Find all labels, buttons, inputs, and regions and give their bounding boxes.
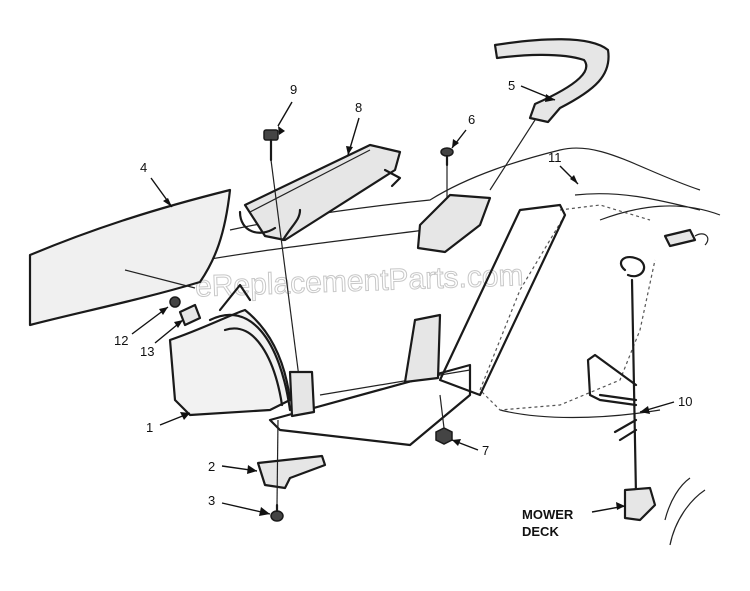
- handle-bar: [493, 38, 610, 124]
- arrow-9: [278, 126, 285, 135]
- arrow-10: [640, 406, 650, 414]
- arrow-12: [159, 307, 168, 315]
- nut-7-guide-line: [439, 394, 445, 429]
- arrow-1: [180, 412, 190, 420]
- callout-4: 4: [140, 160, 147, 175]
- callout-12: 12: [114, 333, 128, 348]
- arrow-6: [452, 139, 459, 148]
- callout-1: 1: [146, 420, 153, 435]
- arrow-7: [452, 439, 461, 446]
- bolt-9: [263, 129, 279, 162]
- frame-rail: [438, 203, 567, 397]
- arrow-2: [247, 465, 257, 474]
- callout-8: 8: [355, 100, 362, 115]
- callout-9: 9: [290, 82, 297, 97]
- leader-9: [277, 101, 293, 127]
- screw-6: [440, 147, 454, 167]
- arrow-4: [163, 198, 172, 207]
- arrow-3: [259, 507, 270, 516]
- mounting-bracket-lip: [238, 208, 302, 242]
- mower-deck-label-line2: DECK: [522, 524, 559, 539]
- lift-lever-clip: [663, 228, 697, 248]
- clip-13: [178, 303, 202, 327]
- callout-5: 5: [508, 78, 515, 93]
- callout-6: 6: [468, 112, 475, 127]
- lift-lever-handle: [586, 353, 638, 442]
- lift-lever-cable: [694, 233, 709, 246]
- mounting-bracket-tab: [383, 168, 402, 188]
- side-shroud: [168, 308, 292, 417]
- mower-deck-edge: [664, 477, 706, 546]
- fastener-12: [169, 296, 181, 308]
- arrow-mower-deck: [616, 502, 625, 510]
- side-shroud-arch: [208, 313, 292, 412]
- mower-deck-label-line1: MOWER: [522, 507, 574, 522]
- arrow-5: [545, 94, 555, 102]
- mounting-bracket: [243, 143, 402, 242]
- screw-3: [270, 503, 284, 522]
- deck-plate-line: [319, 369, 471, 396]
- center-pedestal: [416, 193, 492, 254]
- screw-3-guide-line: [276, 419, 279, 506]
- mounting-bracket-edge: [249, 149, 371, 213]
- fender-dashed-outline: [479, 204, 656, 411]
- nut-7: [435, 427, 453, 445]
- windshield-panel: [28, 188, 232, 327]
- arrow-13: [174, 320, 183, 328]
- small-bracket: [256, 454, 327, 490]
- lift-lever-coil: [619, 255, 646, 278]
- callout-7: 7: [482, 443, 489, 458]
- mower-deck-bracket: [623, 486, 657, 522]
- arrow-11: [570, 175, 578, 184]
- callout-11: 11: [548, 150, 562, 165]
- lift-lever-rod: [630, 278, 638, 497]
- callout-3: 3: [208, 493, 215, 508]
- handle-bar-guide-line: [489, 119, 536, 191]
- bolt-9-guide-line: [270, 159, 301, 386]
- rear-post: [403, 313, 442, 384]
- callout-10: 10: [678, 394, 692, 409]
- arrow-8: [346, 146, 353, 155]
- vertical-post: [288, 370, 316, 418]
- windshield-line: [124, 269, 196, 289]
- side-shroud-fin: [218, 283, 252, 312]
- callout-2: 2: [208, 459, 215, 474]
- watermark-text: eReplacementParts.com: [195, 259, 524, 303]
- callout-13: 13: [140, 344, 154, 359]
